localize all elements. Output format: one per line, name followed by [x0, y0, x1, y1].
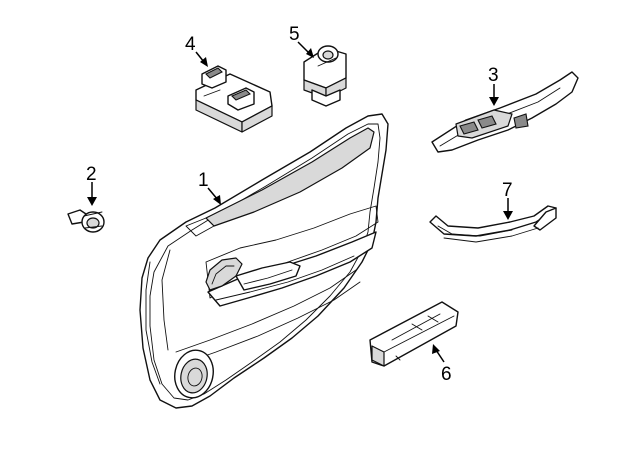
part-6-storage-bin[interactable]	[369, 301, 459, 367]
callout-3-arrowhead	[489, 97, 499, 106]
callout-4-arrowhead	[200, 57, 208, 67]
callout-5-label: 5	[289, 24, 300, 45]
callout-6-leader	[435, 349, 445, 363]
callout-2-label: 2	[86, 164, 97, 185]
callout-7-arrowhead	[503, 211, 513, 220]
callout-1-label: 1	[198, 170, 209, 191]
part-7-trim-strip[interactable]	[429, 205, 557, 243]
part-2-clip[interactable]	[67, 209, 105, 233]
callout-4-label: 4	[185, 34, 196, 55]
callout-1-arrowhead	[213, 195, 221, 205]
part-4-window-switch[interactable]	[195, 65, 273, 133]
callout-arrows	[87, 41, 513, 363]
callout-5-arrowhead	[306, 48, 314, 58]
part-5-mirror-switch[interactable]	[303, 45, 347, 107]
callout-2-arrowhead	[87, 197, 97, 206]
callout-7-label: 7	[502, 180, 513, 201]
part-1-door-trim-panel[interactable]	[139, 113, 389, 409]
callout-6-arrowhead	[432, 344, 440, 354]
callout-labels: 1 2 3 4 5 6 7	[86, 24, 513, 385]
part-3-switch-bezel[interactable]	[431, 71, 579, 153]
callout-6-label: 6	[441, 364, 452, 385]
callout-3-label: 3	[488, 65, 499, 86]
